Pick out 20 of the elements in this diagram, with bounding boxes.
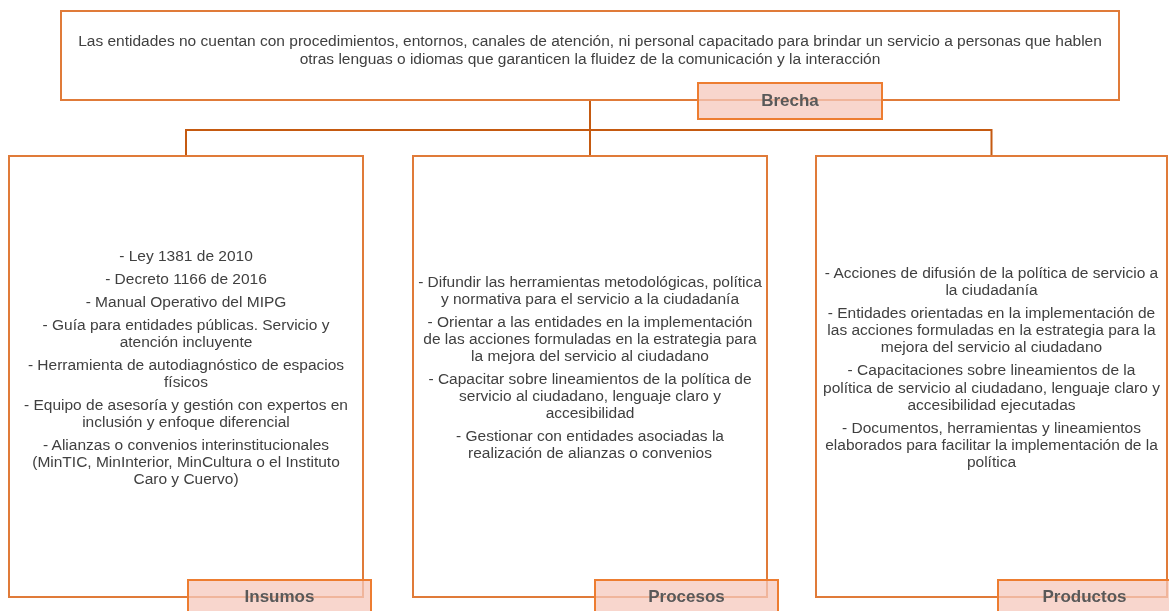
heading-tab: Procesos [594,579,779,611]
list-item: - Decreto 1166 de 2016 [105,269,267,287]
list-item: - Ley 1381 de 2010 [119,246,253,264]
list-item: - Gestionar con entidades asociadas la realización de alianzas o convenios [455,427,725,462]
list-item: - Difundir las herramientas metodológicas, política y normativa para el servicio a la ciudadanía [418,272,762,307]
list-item: - Herramienta de autodiagnóstico de espacios físicos [26,355,346,391]
list-item: - Guía para entidades públicas. Servicio y atención incluyente [41,315,331,350]
list-item: - Orientar a las entidades en la implementación de las acciones formuladas en la estrategia para la mejora del servicio al ciudadano [422,312,758,364]
list-item: - Manual Operativo del MIPG [85,292,287,310]
heading-tab: Productos [997,579,1169,611]
list-item: - Capacitaciones sobre lineamientos de la política de servicio al ciudadano, lenguaje claro y accesibilidad ejecutadas [822,361,1161,413]
list-item: - Capacitar sobre lineamientos de la política de servicio al ciudadano, lenguaje claro y accesibilidad [427,370,753,422]
heading-tab: Brecha [697,82,883,120]
list-item: - Acciones de difusión de la política de servicio a la ciudadanía [823,264,1160,299]
list-item: - Alianzas o convenios interinstitucionales (MinTIC, MinInterior, MinCultura o el Instituto Caro y Cuervo) [31,436,341,488]
heading-tab: Insumos [187,579,372,611]
list-item: - Equipo de asesoría y gestión con expertos en inclusión y enfoque diferencial [23,396,349,431]
list-item: - Entidades orientadas en la implementación de las acciones formuladas en la estrategia para la mejora del servicio al ciudadano [826,304,1157,356]
list-item: - Documentos, herramientas y lineamientos elaborados para facilitar la implementación de la política [824,418,1159,470]
statement-text: Las entidades no cuentan con procedimientos, entornos, canales de atención, ni personal capacitado para brindar un servicio a personas que hablen otras lenguas o idiomas que garanticen la fluidez de la comunicación y la interacción [77,32,1103,67]
